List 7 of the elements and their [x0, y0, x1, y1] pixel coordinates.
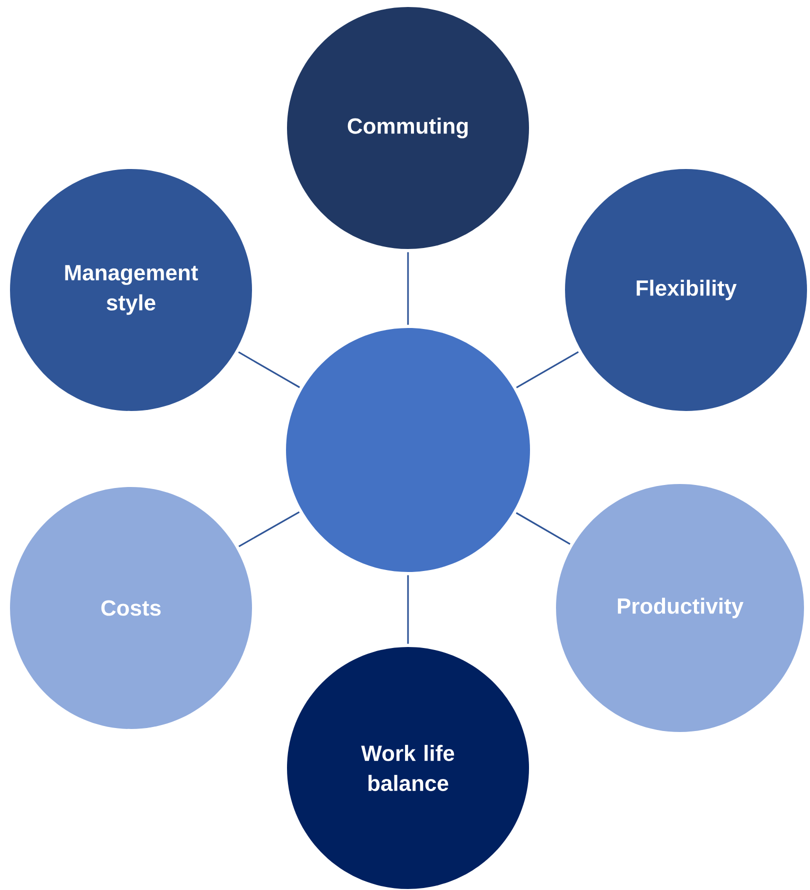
connector-line	[238, 351, 300, 388]
connector-line	[516, 351, 579, 388]
connector-line	[238, 511, 300, 548]
connector-line	[407, 252, 409, 325]
connector-line	[516, 512, 570, 545]
hub-circle	[286, 328, 530, 572]
connector-line	[407, 575, 409, 644]
